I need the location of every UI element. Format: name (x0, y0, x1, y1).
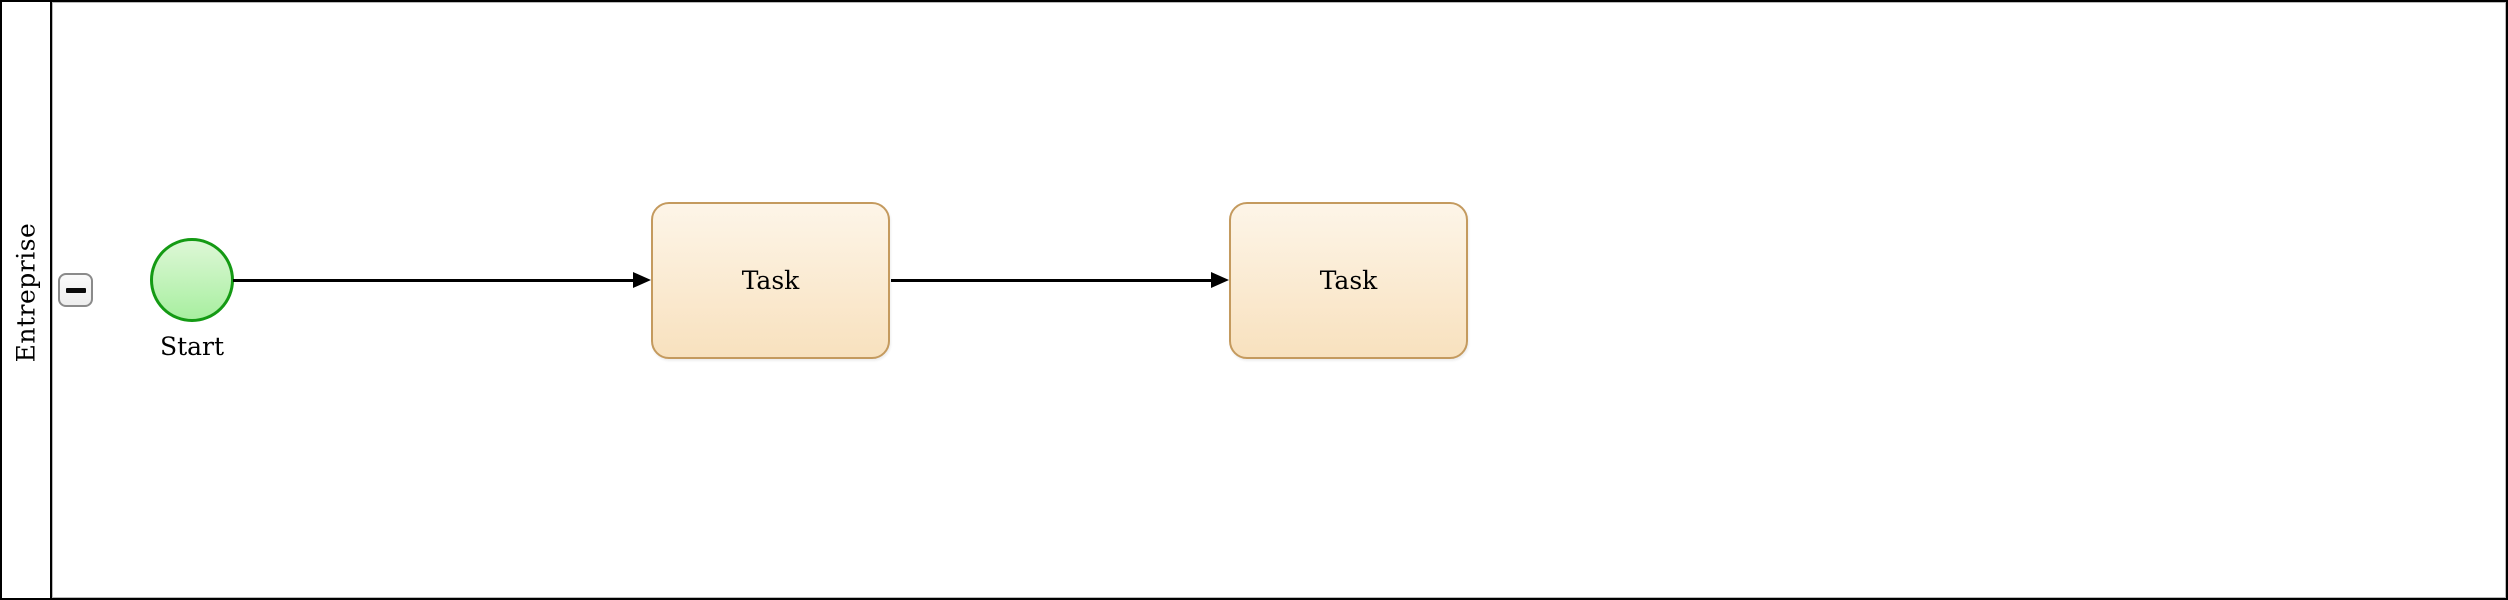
lane-header[interactable]: Entreprise (2, 2, 50, 598)
start-event-shape[interactable] (150, 238, 234, 322)
task1-shape[interactable]: Task (651, 202, 890, 359)
sequence-flow-task1-to-task2[interactable] (891, 279, 1212, 282)
start-event-label: Start (159, 332, 225, 361)
lane-collapse-button[interactable] (58, 273, 93, 307)
task2-label: Task (1319, 266, 1378, 295)
minus-icon (65, 287, 86, 293)
task2-shape[interactable]: Task (1229, 202, 1468, 359)
task1-label: Task (741, 266, 800, 295)
arrowhead-icon (633, 272, 651, 288)
lane-label: Entreprise (11, 222, 41, 362)
sequence-flow-start-to-task1[interactable] (233, 279, 634, 282)
lane-separator (50, 2, 52, 598)
arrowhead-icon (1211, 272, 1229, 288)
